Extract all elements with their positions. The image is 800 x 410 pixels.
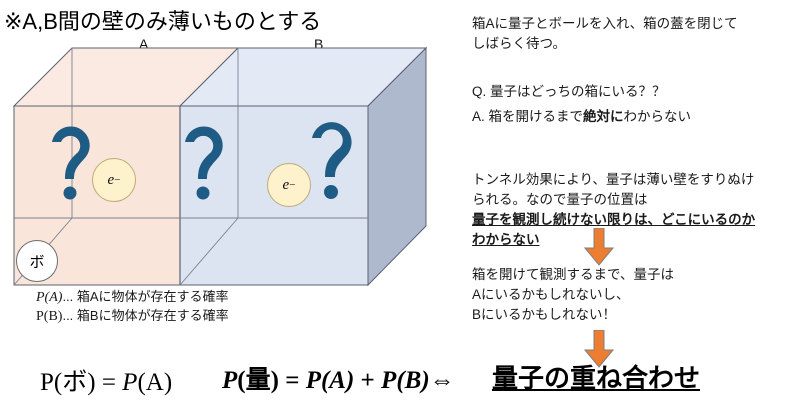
prob-b-symbol: P(B): [36, 309, 63, 324]
quantum-formula-term1-arg: (A): [320, 367, 355, 394]
probability-legend-row: P(B)... 箱Bに物体が存在する確率: [36, 307, 229, 326]
ball-formula-lhs-arg: (ボ): [53, 369, 96, 396]
quantum-formula-eq: =: [278, 367, 306, 394]
quantum-formula-plus: +: [354, 367, 382, 394]
page-title: ※A,B間の壁のみ薄いものとする: [4, 9, 322, 34]
quantum-probability-formula: P(量) = P(A) + P(B)⇔: [222, 360, 455, 396]
ball-formula-eq: =: [95, 369, 123, 396]
answer-emphasis: 絶対に: [583, 109, 624, 124]
equivalence-arrow-icon: ⇔: [429, 367, 455, 394]
box-label-a: A: [139, 36, 149, 52]
electron-bubble-b: e−: [267, 163, 311, 207]
question-mark-icon-b: [312, 122, 352, 199]
setup-paragraph: 箱Aに量子とボールを入れ、箱の蓋を閉じて しばらく待つ。: [472, 16, 738, 51]
observation-paragraph: 箱を開けて観測するまで、量子は Aにいるかもしれないし、 Bにいるかもしれない！: [472, 267, 674, 322]
ball-formula-lhs-p: P: [40, 369, 54, 396]
question-paragraph: Q. 量子はどっちの箱にいる？？: [472, 62, 797, 102]
probability-legend-row: P(A)... 箱Aに物体が存在する確率: [36, 288, 229, 307]
electron-symbol-b: e: [282, 176, 290, 193]
answer-prefix: A.: [472, 109, 489, 124]
box-label-b: B: [314, 36, 324, 52]
tunneling-text: トンネル効果により、量子は薄い壁をすりぬけ られる。なので量子の位置は: [472, 172, 755, 207]
tunneling-emphasis: 量子を観測し続けない限りは、どこにいるのか わからない: [472, 212, 756, 247]
ball-bubble: ボ: [16, 240, 58, 282]
quantum-formula-term2-arg: (B): [396, 367, 430, 394]
superposition-conclusion: 量子の重ね合わせ: [492, 363, 701, 393]
ball-formula-rhs-p: P: [122, 369, 138, 396]
answer-paragraph: A. 箱を開けるまで絶対にわからない: [472, 87, 797, 127]
ball-formula-rhs-arg: (A): [137, 369, 173, 396]
prob-a-desc: ... 箱Aに物体が存在する確率: [62, 289, 229, 304]
electron-bubble-a: e−: [92, 158, 136, 202]
tunneling-paragraph: トンネル効果により、量子は薄い壁をすりぬけ られる。なので量子の位置は 量子を観…: [472, 150, 797, 250]
question-mark-icon-wall: [185, 126, 223, 200]
question-prefix: Q.: [472, 84, 491, 99]
electron-charge-b: −: [289, 179, 296, 191]
inner-edge-bottom-mid-diag: [179, 217, 239, 286]
orange-arrow-icon-1: [584, 228, 614, 266]
answer-text: 箱を開けるまで: [488, 109, 584, 124]
probability-legend: P(A)... 箱Aに物体が存在する確率 P(B)... 箱Bに物体が存在する確…: [36, 288, 229, 326]
quantum-formula-lhs-arg: (量): [237, 367, 279, 394]
ball-probability-formula: P(ボ) = P(A): [40, 362, 172, 398]
answer-tail: わからない: [623, 109, 692, 124]
question-text: 量子はどっちの箱にいる？？: [490, 84, 666, 99]
electron-symbol-a: e: [107, 171, 115, 188]
question-mark-icon-a: [52, 126, 90, 200]
quantum-formula-lhs-p: P: [222, 367, 238, 394]
electron-charge-a: −: [114, 174, 121, 186]
orange-arrow-icon-2: [584, 330, 614, 368]
quantum-box-diagram: [12, 46, 428, 287]
prob-a-symbol: P(A): [36, 290, 63, 305]
prob-b-desc: ... 箱Bに物体が存在する確率: [62, 308, 229, 323]
quantum-formula-term2-p: P: [381, 367, 397, 394]
quantum-formula-term1-p: P: [305, 367, 321, 394]
